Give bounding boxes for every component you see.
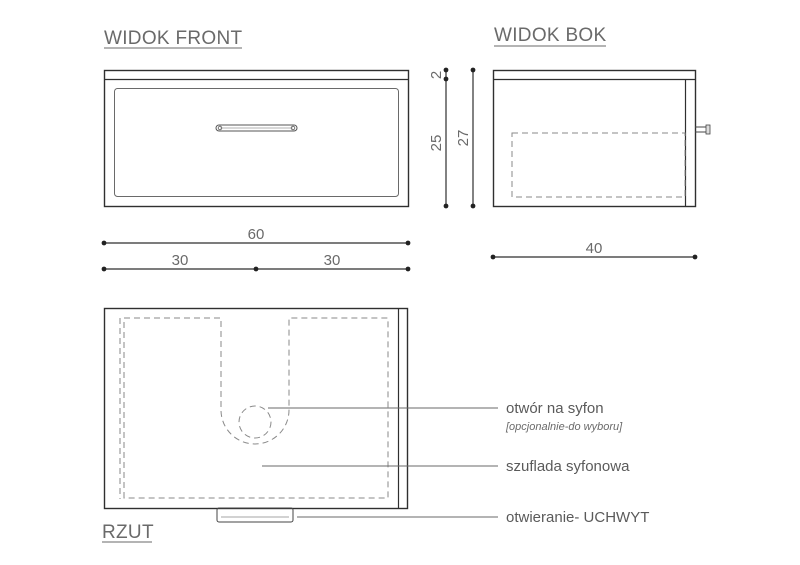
front-view (103, 69, 410, 208)
dimension-label-40: 40 (586, 240, 603, 257)
dimension-front-halves: 30 30 (101, 252, 411, 272)
front-handle (215, 124, 298, 132)
siphon-drawer-label: szuflada syfonowa (506, 458, 630, 475)
front-view-title: WIDOK FRONT (104, 28, 242, 49)
dimension-label-25: 25 (428, 135, 445, 152)
annotation-siphon-hole: otwór na syfon [opcjonalnie-do wyboru] (268, 400, 623, 433)
siphon-hole-circle (238, 405, 272, 439)
plan-view (103, 307, 409, 523)
annotation-handle: otwieranie- UCHWYT (297, 509, 649, 526)
dimension-label-27: 27 (455, 130, 472, 147)
dimension-label-60: 60 (248, 226, 265, 243)
side-handle (695, 124, 711, 135)
dimension-label-30-right: 30 (324, 252, 341, 269)
side-cabinet-outline (492, 69, 697, 208)
dimension-heights: 2 25 27 (428, 67, 476, 209)
handle-label: otwieranie- UCHWYT (506, 509, 649, 526)
side-view (492, 69, 711, 208)
side-view-title: WIDOK BOK (494, 25, 607, 46)
siphon-hole-note: [opcjonalnie-do wyboru] (505, 421, 623, 433)
annotation-siphon-drawer: szuflada syfonowa (262, 458, 630, 475)
plan-handle (216, 507, 294, 523)
siphon-drawer-hidden-outline (123, 317, 389, 499)
siphon-hole-label: otwór na syfon (506, 400, 604, 417)
side-drawer-hidden-outline (511, 132, 686, 198)
drawer-front-panel (114, 88, 399, 197)
dimension-label-30-left: 30 (172, 252, 189, 269)
dimension-front-width: 60 (101, 226, 411, 246)
front-cabinet-outline (103, 69, 410, 208)
dimension-label-2: 2 (428, 71, 445, 79)
dimension-side-depth: 40 (490, 240, 698, 260)
plan-view-title: RZUT (102, 522, 154, 543)
